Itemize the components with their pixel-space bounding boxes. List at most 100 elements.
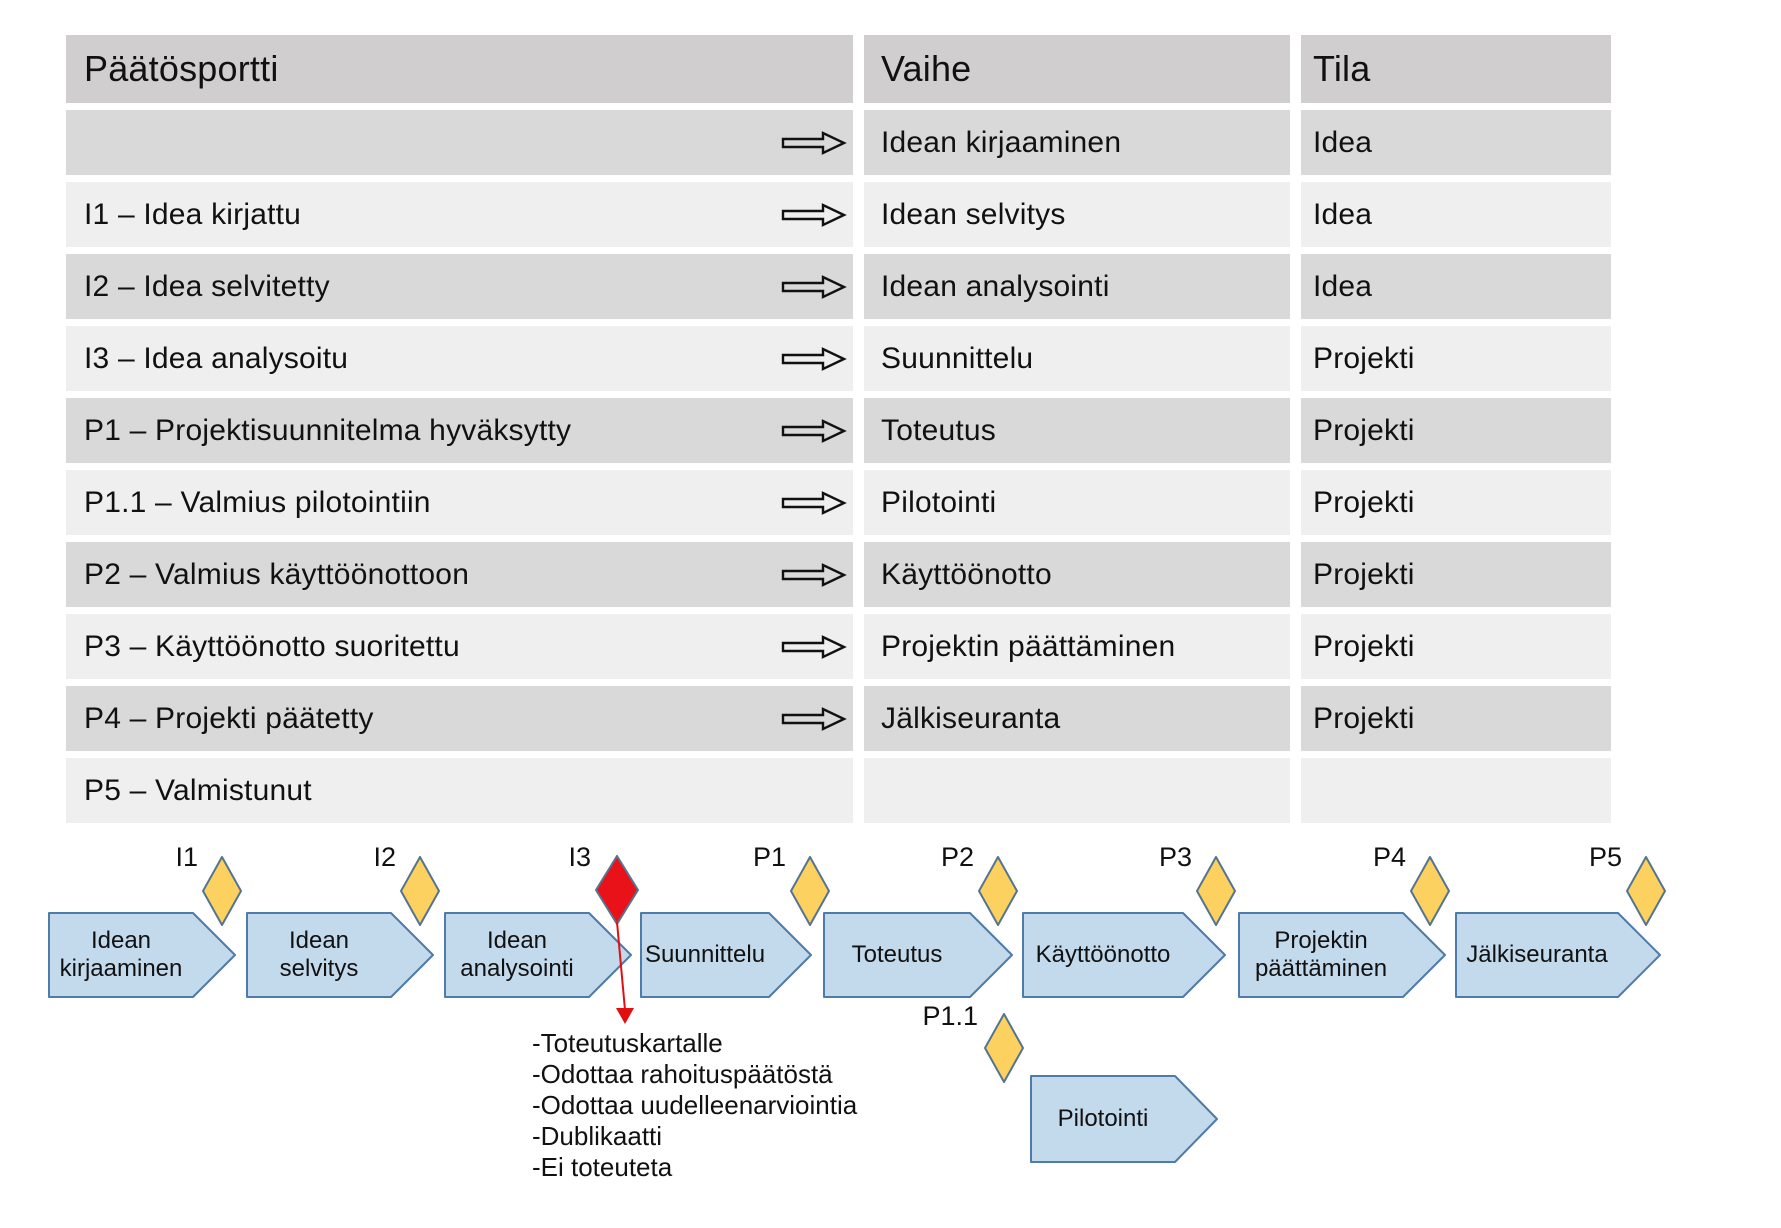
- annotation-line: -Dublikaatti: [532, 1121, 663, 1151]
- gate-text: P2 – Valmius käyttöönottoon: [84, 557, 470, 591]
- diamond-icon: [202, 856, 242, 926]
- gate-text: P4 – Projekti päätetty: [84, 701, 374, 735]
- table-cell-gate: I2 – Idea selvitetty: [66, 254, 853, 319]
- phase-text: Jälkiseuranta: [881, 701, 1061, 735]
- table-cell-gate: P2 – Valmius käyttöönottoon: [66, 542, 853, 607]
- right-arrow-icon: [781, 274, 847, 299]
- chevron-shape: [1022, 912, 1226, 998]
- diamond-icon: [984, 1013, 1024, 1083]
- header-phase-text: Vaihe: [881, 48, 972, 89]
- state-text: Projekti: [1313, 629, 1415, 663]
- diamond-icon: [1626, 856, 1666, 926]
- table-cell-phase: Idean kirjaaminen: [864, 110, 1290, 175]
- annotation-line: -Odottaa uudelleenarviointia: [532, 1090, 858, 1120]
- right-arrow-icon: [781, 346, 847, 371]
- annotation-line: -Toteutuskartalle: [532, 1028, 723, 1058]
- state-text: Idea: [1313, 125, 1373, 159]
- gate-label-p3: P3: [1158, 842, 1192, 872]
- gate-label-p5: P5: [1588, 842, 1622, 872]
- chevron-shape: [640, 912, 812, 998]
- right-arrow-icon: [781, 202, 847, 227]
- annotation-line: -Ei toteuteta: [532, 1152, 673, 1182]
- right-arrow-icon: [781, 130, 847, 155]
- table-cell-gate: P1.1 – Valmius pilotointiin: [66, 470, 853, 535]
- chevron-shape: [48, 912, 236, 998]
- table-cell-gate: I1 – Idea kirjattu: [66, 182, 853, 247]
- gate-text: I3 – Idea analysoitu: [84, 341, 349, 375]
- flow-step-label: Idean selvitys: [279, 927, 359, 982]
- gate-diamond-p3: [1196, 856, 1236, 931]
- gate-label-p1-1: P1.1: [922, 1001, 978, 1031]
- i3-annotation-list: -Toteutuskartalle -Odottaa rahoituspäätö…: [532, 1028, 857, 1183]
- table-cell-state: Projekti: [1301, 614, 1611, 679]
- table-cell-state: Projekti: [1301, 398, 1611, 463]
- table-cell-state: [1301, 758, 1611, 823]
- diamond-icon: [978, 856, 1018, 926]
- table-cell-gate: P3 – Käyttöönotto suoritettu: [66, 614, 853, 679]
- flow-step-toteutus: Toteutus: [823, 912, 1013, 998]
- gate-label-i3: I3: [568, 842, 591, 872]
- flow-step-label: Projektin päättäminen: [1254, 927, 1388, 982]
- flow-step-label: Pilotointi: [1057, 1105, 1149, 1133]
- right-arrow-icon: [781, 706, 847, 731]
- table-cell-state: Projekti: [1301, 326, 1611, 391]
- state-text: Idea: [1313, 269, 1373, 303]
- phase-text: Käyttöönotto: [881, 557, 1052, 591]
- flow-step-idean-selvitys: Idean selvitys: [246, 912, 434, 998]
- gate-text: P1 – Projektisuunnitelma hyväksytty: [84, 413, 572, 447]
- flow-step-idean-kirjaaminen: Idean kirjaaminen: [48, 912, 236, 998]
- diamond-icon-red: [595, 855, 639, 925]
- chevron-shape: [823, 912, 1013, 998]
- table-cell-state: Projekti: [1301, 470, 1611, 535]
- header-state-text: Tila: [1313, 48, 1371, 89]
- table-cell-gate: P4 – Projekti päätetty: [66, 686, 853, 751]
- right-arrow-icon: [781, 634, 847, 659]
- state-text: Projekti: [1313, 557, 1415, 591]
- gate-label-i1: I1: [175, 842, 198, 872]
- chevron-shape: [1030, 1075, 1218, 1163]
- table-cell-gate: P1 – Projektisuunnitelma hyväksytty: [66, 398, 853, 463]
- flow-step-suunnittelu: Suunnittelu: [640, 912, 812, 998]
- gate-label-p4: P4: [1372, 842, 1406, 872]
- diamond-icon: [400, 856, 440, 926]
- flow-step-label: Käyttöönotto: [1035, 941, 1171, 969]
- gate-diamond-i1: [202, 856, 242, 931]
- table-cell-state: Idea: [1301, 254, 1611, 319]
- table-cell-phase: Jälkiseuranta: [864, 686, 1290, 751]
- phase-text: Idean selvitys: [881, 197, 1066, 231]
- phase-text: Projektin päättäminen: [881, 629, 1176, 663]
- flow-step-projektin-paattaminen: Projektin päättäminen: [1238, 912, 1446, 998]
- chevron-shape: [246, 912, 434, 998]
- table-cell-state: Idea: [1301, 110, 1611, 175]
- table-header-phase: Vaihe: [864, 35, 1290, 103]
- chevron-shape: [444, 912, 632, 998]
- chevron-shape: [1455, 912, 1661, 998]
- gate-text: I2 – Idea selvitetty: [84, 269, 330, 303]
- table-cell-phase: Projektin päättäminen: [864, 614, 1290, 679]
- table-cell-phase: Idean selvitys: [864, 182, 1290, 247]
- flow-step-pilotointi: Pilotointi: [1030, 1075, 1218, 1163]
- flow-step-label: Jälkiseuranta: [1466, 941, 1608, 969]
- diamond-icon: [1410, 856, 1450, 926]
- right-arrow-icon: [781, 418, 847, 443]
- gate-label-i2: I2: [373, 842, 396, 872]
- annotation-arrow-icon: [616, 921, 634, 1024]
- gate-text: I1 – Idea kirjattu: [84, 197, 302, 231]
- gate-diamond-p1-1: [984, 1013, 1024, 1088]
- table-cell-state: Idea: [1301, 182, 1611, 247]
- gate-label-p1: P1: [752, 842, 786, 872]
- phase-text: Idean kirjaaminen: [881, 125, 1122, 159]
- phase-text: Suunnittelu: [881, 341, 1034, 375]
- table-cell-gate: [66, 110, 853, 175]
- annotation-line: -Odottaa rahoituspäätöstä: [532, 1059, 833, 1089]
- flow-step-label: Idean kirjaaminen: [59, 927, 183, 982]
- flow-step-jalkiseuranta: Jälkiseuranta: [1455, 912, 1661, 998]
- table-cell-gate: I3 – Idea analysoitu: [66, 326, 853, 391]
- state-text: Projekti: [1313, 485, 1415, 519]
- gate-diamond-p4: [1410, 856, 1450, 931]
- table-cell-state: Projekti: [1301, 686, 1611, 751]
- state-text: Projekti: [1313, 701, 1415, 735]
- state-text: Projekti: [1313, 413, 1415, 447]
- table-header-gate: Päätösportti: [66, 35, 853, 103]
